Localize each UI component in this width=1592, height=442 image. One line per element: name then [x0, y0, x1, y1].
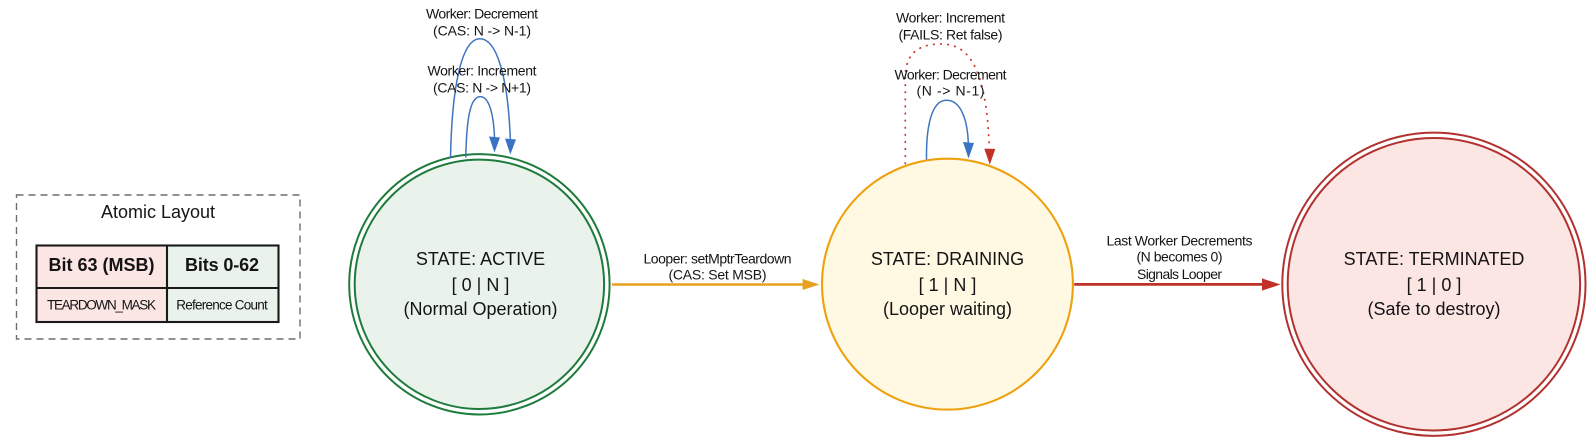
svg-text:Worker: Decrement: Worker: Decrement [895, 67, 1007, 83]
svg-text:[ 1 | 0 ]: [ 1 | 0 ] [1407, 275, 1462, 295]
svg-text:(N -> N-1): (N -> N-1) [917, 83, 985, 99]
svg-text:Worker: Increment: Worker: Increment [428, 63, 537, 79]
svg-text:[ 1 | N ]: [ 1 | N ] [919, 275, 977, 295]
svg-text:[ 0 | N ]: [ 0 | N ] [452, 275, 510, 295]
svg-text:Bits 0-62: Bits 0-62 [185, 255, 259, 275]
svg-text:(CAS: Set MSB): (CAS: Set MSB) [669, 266, 767, 282]
svg-text:Worker: Increment: Worker: Increment [896, 10, 1005, 26]
svg-text:STATE: TERMINATED: STATE: TERMINATED [1344, 249, 1525, 269]
svg-text:(FAILS: Ret false): (FAILS: Ret false) [899, 27, 1003, 43]
svg-text:(Safe to destroy): (Safe to destroy) [1367, 299, 1500, 319]
svg-text:Bit 63 (MSB): Bit 63 (MSB) [49, 255, 155, 275]
svg-text:(N becomes 0): (N becomes 0) [1137, 249, 1223, 265]
svg-text:Looper: setMptrTeardown: Looper: setMptrTeardown [644, 251, 792, 267]
svg-text:(CAS: N -> N-1): (CAS: N -> N-1) [433, 23, 531, 39]
svg-text:Atomic Layout: Atomic Layout [101, 202, 215, 222]
svg-text:STATE: ACTIVE: STATE: ACTIVE [416, 249, 545, 269]
svg-text:TEARDOWN_MASK: TEARDOWN_MASK [47, 298, 156, 313]
svg-text:Last Worker Decrements: Last Worker Decrements [1107, 233, 1253, 249]
svg-text:Signals Looper: Signals Looper [1137, 266, 1222, 282]
svg-text:STATE: DRAINING: STATE: DRAINING [871, 249, 1024, 269]
svg-text:Reference Count: Reference Count [176, 298, 268, 313]
svg-text:(Looper waiting): (Looper waiting) [883, 299, 1012, 319]
svg-text:(Normal Operation): (Normal Operation) [403, 299, 557, 319]
svg-text:Worker: Decrement: Worker: Decrement [426, 6, 538, 22]
svg-text:(CAS: N -> N+1): (CAS: N -> N+1) [433, 80, 531, 96]
